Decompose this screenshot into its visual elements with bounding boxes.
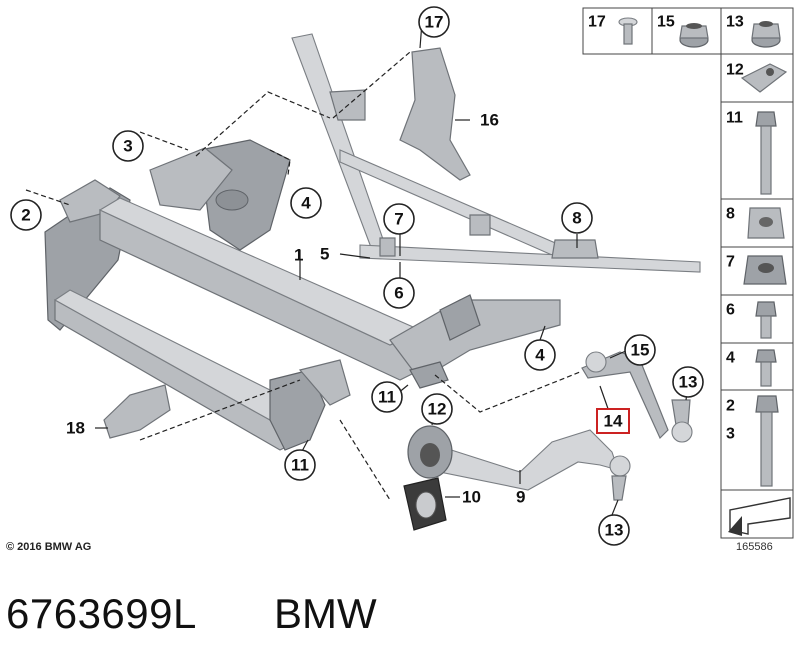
callout-1: 1 bbox=[294, 246, 303, 265]
bolt-11-icon bbox=[755, 111, 777, 195]
svg-text:3: 3 bbox=[123, 137, 132, 156]
callout-11-upper: 11 bbox=[371, 381, 403, 413]
legend-13: 13 bbox=[726, 14, 744, 31]
callout-13-lower: 13 bbox=[598, 514, 630, 546]
part-number: 6763699L bbox=[6, 590, 197, 637]
callout-10: 10 bbox=[462, 488, 481, 507]
wishbone bbox=[407, 425, 631, 501]
callout-15: 15 bbox=[624, 334, 656, 366]
callout-6: 6 bbox=[383, 277, 415, 309]
callout-12: 12 bbox=[421, 393, 453, 425]
parts-diagram: 17 16 3 2 4 1 5 7 6 8 4 15 13 11 12 14 1… bbox=[10, 6, 794, 546]
callout-3: 3 bbox=[112, 130, 144, 162]
legend-15: 15 bbox=[657, 14, 675, 31]
legend-3: 3 bbox=[726, 426, 735, 443]
callout-4-upper: 4 bbox=[290, 187, 322, 219]
legend-8: 8 bbox=[726, 206, 735, 223]
copyright-text: © 2016 BMW AG bbox=[6, 541, 92, 553]
rubber-mount bbox=[403, 477, 447, 531]
svg-text:15: 15 bbox=[631, 341, 650, 360]
svg-text:2: 2 bbox=[21, 206, 30, 225]
bolt-4-icon bbox=[755, 349, 777, 387]
nut-13-icon bbox=[751, 21, 781, 48]
tension-strut bbox=[581, 351, 693, 443]
hardware-legend: 17 15 13 12 11 8 7 6 4 2 3 bbox=[582, 7, 794, 539]
svg-text:13: 13 bbox=[605, 521, 624, 540]
callout-13-upper: 13 bbox=[672, 366, 704, 398]
arrow-indicator-icon bbox=[728, 497, 791, 536]
legend-6: 6 bbox=[726, 302, 735, 319]
legend-7: 7 bbox=[726, 254, 735, 271]
svg-text:4: 4 bbox=[535, 346, 545, 365]
brand-name: BMW bbox=[274, 590, 377, 637]
svg-text:12: 12 bbox=[428, 400, 447, 419]
svg-text:11: 11 bbox=[291, 456, 309, 475]
callout-11-lower: 11 bbox=[284, 449, 316, 481]
nut-15-icon bbox=[679, 23, 709, 48]
legend-17: 17 bbox=[588, 14, 606, 31]
legend-11: 11 bbox=[726, 110, 743, 127]
cage-nut-7-icon bbox=[743, 255, 787, 285]
svg-text:18: 18 bbox=[66, 419, 85, 438]
svg-text:11: 11 bbox=[378, 388, 396, 407]
svg-text:17: 17 bbox=[425, 13, 444, 32]
callout-4-lower: 4 bbox=[524, 339, 556, 371]
screw-17-icon bbox=[618, 17, 638, 45]
clip-nut-12-icon bbox=[740, 63, 788, 93]
callout-18: 18 bbox=[66, 419, 85, 438]
svg-text:1: 1 bbox=[294, 246, 303, 265]
cover bbox=[103, 384, 171, 439]
svg-text:9: 9 bbox=[516, 488, 525, 507]
legend-2: 2 bbox=[726, 398, 735, 415]
cage-nut-8-icon bbox=[747, 207, 785, 239]
front-subframe bbox=[44, 139, 561, 451]
bolt-2-3-icon bbox=[755, 395, 779, 487]
callout-2: 2 bbox=[10, 199, 42, 231]
callout-5: 5 bbox=[320, 245, 329, 264]
legend-4: 4 bbox=[726, 350, 735, 367]
svg-text:7: 7 bbox=[394, 210, 403, 229]
callout-16: 16 bbox=[480, 111, 499, 130]
diagram-number: 165586 bbox=[736, 541, 773, 553]
heat-shield bbox=[399, 47, 471, 181]
svg-text:13: 13 bbox=[679, 373, 698, 392]
legend-12: 12 bbox=[726, 62, 744, 79]
svg-text:6: 6 bbox=[394, 284, 403, 303]
callout-7: 7 bbox=[383, 203, 415, 235]
callout-14: 14 bbox=[596, 408, 630, 434]
svg-text:10: 10 bbox=[462, 488, 481, 507]
callout-8: 8 bbox=[561, 202, 593, 234]
strut-brace bbox=[291, 33, 701, 273]
svg-text:16: 16 bbox=[480, 111, 499, 130]
callout-9: 9 bbox=[516, 488, 525, 507]
svg-text:14: 14 bbox=[604, 412, 623, 431]
svg-text:4: 4 bbox=[301, 194, 311, 213]
callout-17: 17 bbox=[418, 6, 450, 38]
svg-text:8: 8 bbox=[572, 209, 581, 228]
bolt-6-icon bbox=[755, 301, 777, 339]
svg-text:5: 5 bbox=[320, 245, 329, 264]
